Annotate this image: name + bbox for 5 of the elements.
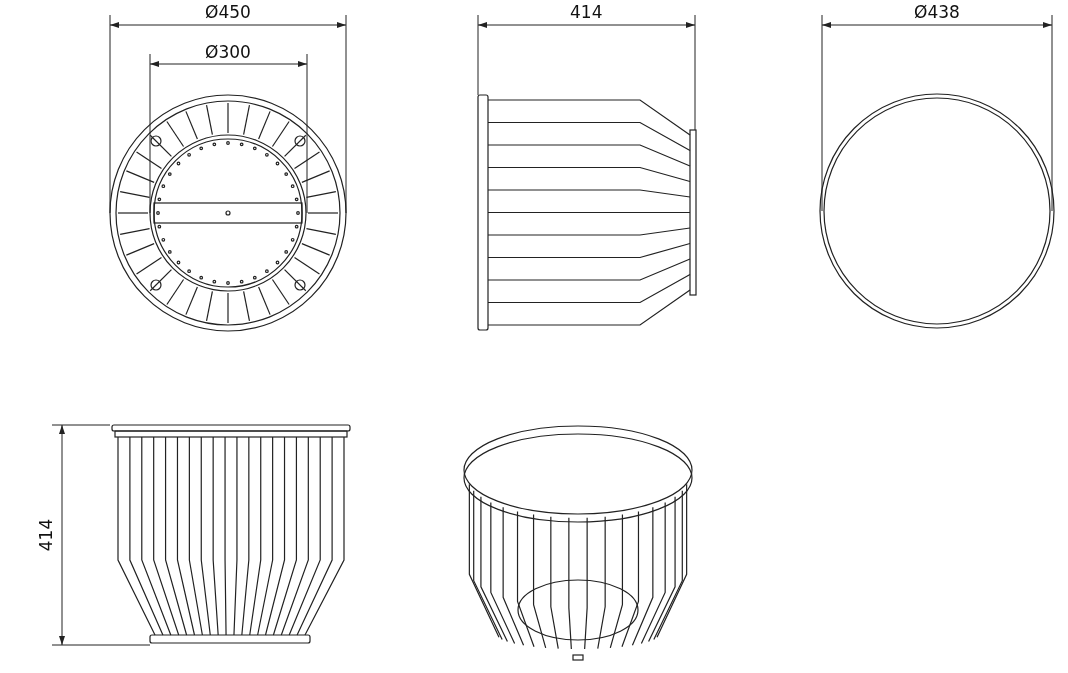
dimension-text: 414 [36, 518, 57, 552]
dimension-text: 414 [570, 2, 603, 22]
dimension-text: Ø300 [205, 42, 251, 62]
dimension-text: Ø450 [205, 2, 251, 22]
dimension-text: Ø438 [914, 2, 960, 22]
